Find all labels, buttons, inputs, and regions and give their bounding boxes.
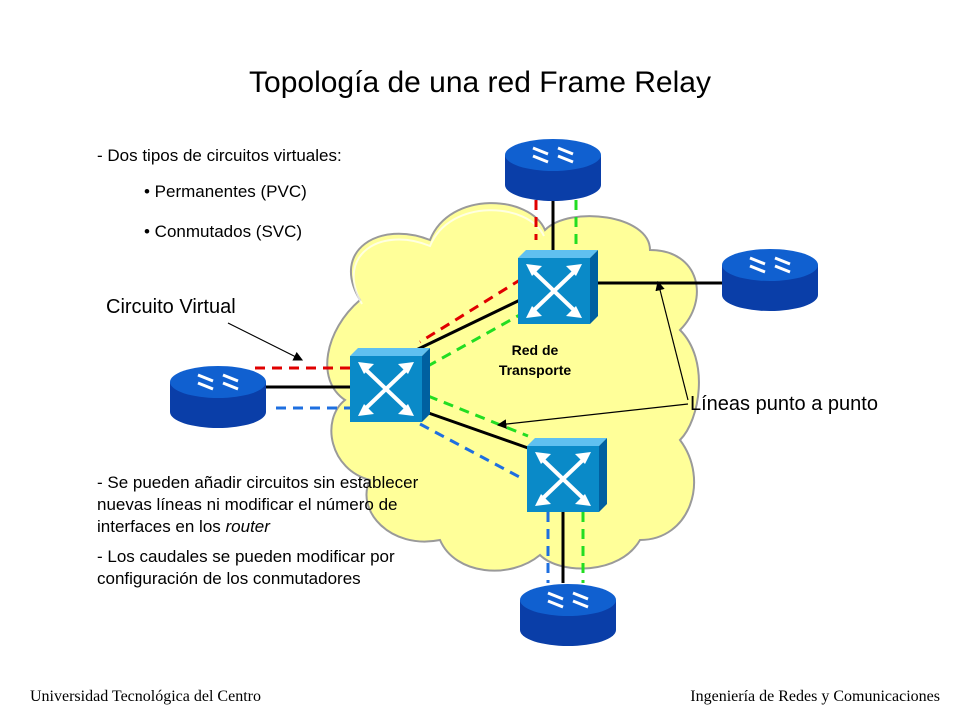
virtual-circuits xyxy=(250,200,585,583)
footer-right: Ingeniería de Redes y Comunicaciones xyxy=(690,688,940,705)
router-icon xyxy=(722,249,818,311)
point-to-point-arrow-2 xyxy=(496,403,689,429)
point-to-point-label: Líneas punto a punto xyxy=(690,393,878,415)
note-2: - Los caudales se pueden modificar por c… xyxy=(97,547,395,588)
circuit-types-heading: - Dos tipos de circuitos virtuales: xyxy=(97,146,342,165)
page-title: Topología de una red Frame Relay xyxy=(249,66,711,99)
note-1-italic: router xyxy=(225,517,270,536)
footer-left: Universidad Tecnológica del Centro xyxy=(30,688,261,705)
network-label-line2: Transporte xyxy=(498,362,572,378)
switch-icon xyxy=(527,438,607,512)
note-1-text: - Se pueden añadir circuitos sin estable… xyxy=(97,473,419,536)
virtual-circuit-label: Circuito Virtual xyxy=(106,296,236,318)
router-icon xyxy=(505,139,601,201)
note-1: - Se pueden añadir circuitos sin estable… xyxy=(97,472,457,538)
point-to-point-arrow-1 xyxy=(655,280,689,401)
switch-icon xyxy=(518,250,598,324)
switch-icon xyxy=(350,348,430,422)
list-item: • Conmutados (SVC) xyxy=(144,222,303,241)
virtual-circuit-arrow xyxy=(227,322,304,361)
transport-network-label: Red de Transporte xyxy=(470,340,600,380)
list-item: • Permanentes (PVC) xyxy=(144,182,307,201)
notes: - Se pueden añadir circuitos sin estable… xyxy=(97,472,457,598)
router-icon xyxy=(170,366,266,428)
network-label-line1: Red de xyxy=(511,342,559,358)
router-icon xyxy=(520,584,616,646)
